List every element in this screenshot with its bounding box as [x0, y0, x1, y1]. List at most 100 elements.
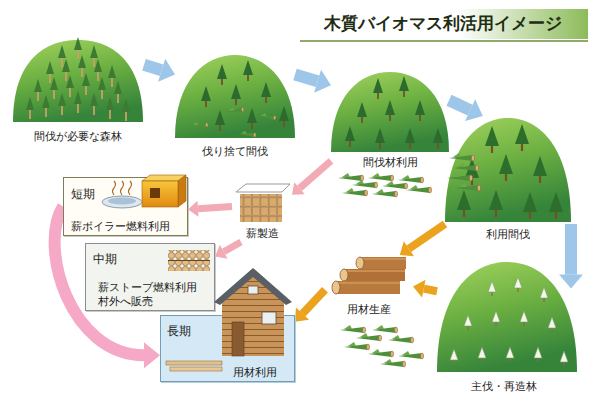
forest-hill-5 — [520, 311, 528, 326]
forest-hill-5 — [560, 351, 568, 366]
forest-hill-3 — [385, 100, 395, 121]
thinned-log-pile — [455, 183, 481, 191]
text-holder: 用材生産 — [325, 298, 413, 317]
forest-hill-2 — [238, 131, 256, 138]
forest-hill-1 — [58, 93, 66, 115]
flow-arrow — [292, 161, 331, 195]
forest-hill-4 — [457, 190, 471, 217]
arrow-head — [215, 245, 228, 259]
arrow-head — [158, 59, 175, 82]
forest-stage: 間伐が必要な森林 — [12, 38, 144, 145]
lumber-planks-icon — [170, 367, 222, 371]
firewood-production: 薪製造 — [232, 183, 292, 242]
forest-hill-4 — [489, 190, 503, 217]
flow-arrow — [215, 242, 241, 259]
lumber-planks-icon — [166, 361, 222, 371]
arrow-head — [314, 70, 331, 93]
thinned-log-pile — [453, 163, 479, 171]
fuel-dish-icon — [121, 181, 124, 195]
arrow-shaft — [300, 161, 331, 188]
forest-hill-1 — [66, 75, 74, 97]
thinned-log-pile — [352, 180, 378, 188]
text-holder: 利用間伐 — [445, 223, 571, 242]
forest-hill-5 — [488, 281, 496, 296]
forest-hill-5 — [478, 347, 486, 362]
forest-hill-5 — [464, 315, 472, 330]
arrow-head — [400, 241, 414, 256]
harvest-log-pile — [344, 342, 370, 350]
flow-arrow — [295, 70, 331, 93]
flow-arrow — [188, 201, 232, 217]
arrow-head — [292, 182, 305, 195]
fuel-dish-icon — [108, 198, 136, 205]
harvest-log-pile — [388, 335, 414, 343]
arrow-shaft — [409, 224, 445, 249]
arrow-head — [188, 201, 198, 217]
wood-boiler-icon — [178, 175, 186, 207]
firewood-stack — [236, 184, 290, 222]
node-label: 間伐が必要な森林 — [34, 130, 122, 144]
forest-stage: 利用間伐 — [445, 116, 571, 243]
flow-arrow — [144, 59, 175, 82]
firewood-bundle-icon — [168, 260, 210, 261]
forest-hill-4 — [549, 192, 563, 219]
text-holder: 間伐材利用 — [331, 151, 449, 170]
flow-arrow — [449, 99, 483, 121]
forest-hill-5 — [514, 277, 522, 292]
text-holder: 薪ボイラー燃料利用 — [71, 215, 170, 234]
forest-hill-3 — [345, 126, 355, 147]
text-holder: 中期 — [93, 248, 117, 267]
arrow-head — [295, 308, 309, 322]
forest-stage: 間伐材利用 — [331, 70, 449, 171]
arrow-shaft — [198, 207, 232, 209]
forest-hill-4 — [485, 126, 499, 153]
thinned-log-pile — [372, 189, 398, 197]
timber-production: 用材生産 — [325, 255, 413, 318]
text-holder: 長期 — [167, 320, 191, 339]
arrow-shaft — [424, 289, 437, 292]
forest-hill-3 — [331, 72, 449, 152]
forest-hill-3 — [415, 100, 425, 121]
fuel-dish-icon — [129, 181, 132, 195]
thinned-log-pile — [382, 181, 408, 189]
forest-hill-5 — [506, 347, 514, 362]
node-label: 薪製造 — [246, 227, 279, 241]
log-house-icon — [214, 268, 292, 305]
forest-hill-4 — [445, 118, 571, 222]
forest-hill-4 — [523, 192, 537, 219]
fuel-dish-icon — [113, 181, 116, 195]
arrow-head — [465, 99, 483, 121]
forest-hill-1 — [114, 81, 122, 103]
forest-hill-1 — [82, 73, 90, 95]
forest-hill-1 — [94, 59, 102, 81]
forest-hill-4 — [445, 118, 571, 222]
box-heading: 長期 — [167, 324, 191, 339]
forest-hill-1 — [26, 97, 34, 119]
thinned-log-pile — [398, 175, 424, 183]
node-label: 伐り捨て間伐 — [202, 145, 268, 159]
log-house-icon — [232, 322, 244, 356]
forest-hill-1 — [42, 95, 50, 117]
log-house-icon — [262, 312, 276, 324]
harvest-log-pile — [380, 359, 406, 367]
forest-hill-5 — [548, 317, 556, 332]
harvest-log-pile — [398, 351, 424, 359]
timber-logs — [332, 281, 340, 294]
log-house-icon — [222, 300, 284, 356]
forest-hill-2 — [261, 82, 271, 103]
node-label: 薪ボイラー燃料利用 — [71, 220, 170, 234]
fuel-dish-icon — [102, 196, 142, 208]
title-banner — [300, 9, 588, 41]
text-holder: 間伐が必要な森林 — [12, 125, 144, 144]
box-heading: 中期 — [93, 252, 117, 267]
forest-hill-4 — [465, 158, 479, 185]
forest-hill-1 — [90, 93, 98, 115]
forest-hill-3 — [399, 76, 409, 97]
title-banner — [300, 40, 588, 42]
thinned-log-pile — [447, 153, 481, 191]
forest-hill-2 — [175, 55, 295, 138]
forest-hill-4 — [515, 124, 529, 151]
log-house-icon — [214, 268, 292, 356]
node-label: 用材利用 — [233, 366, 277, 380]
timber-logs — [332, 257, 406, 294]
